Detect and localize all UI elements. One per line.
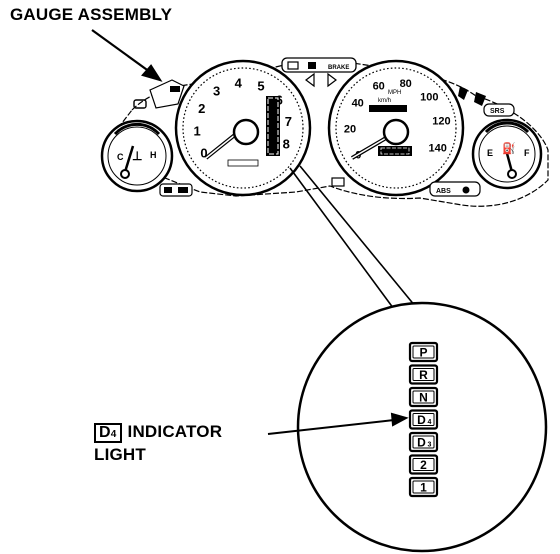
tach-tick-label: 4 (235, 75, 243, 90)
speedo-mph-label: MPH (388, 90, 401, 96)
shift-position-indicator: 1 (408, 476, 439, 498)
tachometer: 012345678 (174, 59, 312, 197)
shift-position-indicator: R (408, 364, 439, 385)
fuel-gauge: E F ⛽ (471, 118, 543, 190)
d4-indicator-label: D4 INDICATOR (94, 423, 222, 443)
d4-box-main: D (99, 424, 111, 441)
shift-position-label: 1 (420, 481, 427, 495)
tach-tick-label: 0 (200, 145, 207, 160)
temp-cold-label: C (117, 152, 124, 162)
fuel-empty-label: E (487, 148, 493, 158)
airbag-warning-icon (458, 86, 468, 100)
d4-pointer-arrow (267, 412, 409, 435)
d4-label-line2: LIGHT (94, 445, 146, 464)
speedo-tick-label: 20 (344, 124, 356, 136)
shift-position-sublabel: 3 (428, 442, 432, 449)
d4-box-sub: 4 (110, 429, 117, 440)
speedo-kmh-label: km/h (378, 98, 391, 104)
shift-position-label: D (417, 413, 426, 427)
shift-position-label: 2 (420, 458, 427, 472)
right-turn-signal-icon (327, 72, 337, 88)
d4-box-symbol: D4 (94, 423, 122, 443)
speedo-tick-label: 40 (352, 98, 364, 110)
speedo-tick-label: 60 (373, 80, 385, 92)
shift-position-sublabel: 4 (428, 419, 432, 426)
cruise-icon (170, 86, 180, 92)
speedo-tick-label: 100 (420, 91, 438, 103)
speedometer: 020406080100120140 MPH km/h (327, 59, 465, 197)
shift-position-label: N (419, 391, 428, 405)
left-warning-panel (133, 79, 193, 197)
tach-tick-label: 8 (283, 137, 290, 152)
upper-warning-panel: BRAKE (281, 57, 357, 88)
brake-warning-label: BRAKE (328, 65, 349, 71)
shift-position-indicator: N (408, 386, 439, 408)
fuel-full-label: F (524, 148, 530, 158)
door-lights (331, 177, 345, 187)
tach-tick-label: 2 (198, 101, 205, 116)
tach-tick-label: 7 (285, 114, 292, 129)
srs-warning-label: SRS (490, 108, 505, 115)
right-warning-panel: SRS ABS (331, 86, 515, 197)
odometer-window (227, 159, 259, 167)
trip-odometer-window (378, 146, 412, 156)
fuel-pump-icon: ⛽ (502, 142, 516, 155)
shift-indicator-strip (266, 96, 280, 156)
temp-icon: ⊥ (132, 149, 142, 163)
shift-position-label: R (419, 368, 428, 382)
tcs-icon (462, 186, 470, 194)
shift-position-label: D (417, 436, 426, 450)
tach-tick-label: 5 (257, 79, 264, 94)
shift-position-indicator: 2 (408, 454, 439, 475)
diagram-title: GAUGE ASSEMBLY (10, 5, 173, 24)
battery-icon (287, 61, 299, 70)
d4-label-text: INDICATOR (127, 422, 223, 441)
title-arrow (91, 29, 163, 82)
speedo-tick-label: 140 (429, 142, 447, 154)
left-turn-signal-icon (305, 72, 315, 88)
magnifier-leaders (289, 165, 421, 321)
shift-position-label: P (419, 346, 427, 360)
temp-hot-label: H (150, 150, 157, 160)
speedo-warning-bar (369, 105, 407, 112)
seatbelt-icon (133, 99, 147, 109)
speedo-tick-label: 120 (432, 116, 450, 128)
speedo-tick-label: 80 (400, 78, 412, 90)
shift-position-indicator: P (408, 341, 439, 363)
temperature-gauge: C H ⊥ (100, 119, 174, 193)
tach-tick-label: 3 (213, 83, 220, 98)
tach-tick-label: 1 (193, 123, 200, 138)
seat-warning-icon (474, 92, 486, 106)
abs-warning-label: ABS (436, 188, 451, 195)
oil-icon (308, 62, 316, 69)
